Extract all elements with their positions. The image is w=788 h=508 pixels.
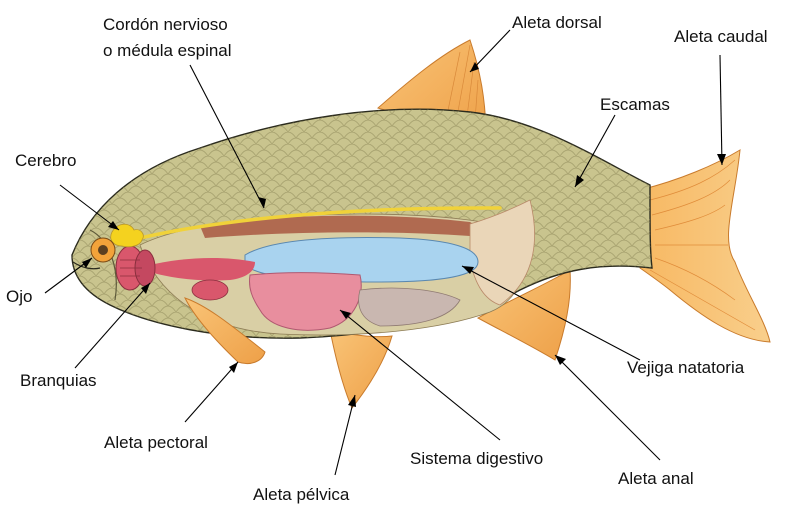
- heart: [192, 280, 228, 300]
- label-scales: Escamas: [600, 95, 670, 114]
- pelvic-fin-shape: [330, 330, 392, 408]
- eye-pupil: [98, 245, 108, 255]
- label-brain: Cerebro: [15, 151, 76, 170]
- label-nerve-cord-line2: o médula espinal: [103, 41, 232, 60]
- label-dorsal-fin: Aleta dorsal: [512, 13, 602, 32]
- caudal-fin-shape: [640, 150, 770, 342]
- label-digestive-system: Sistema digestivo: [410, 449, 543, 468]
- label-eye: Ojo: [6, 287, 32, 306]
- label-caudal-fin: Aleta caudal: [674, 27, 768, 46]
- label-pelvic-fin: Aleta pélvica: [253, 485, 350, 504]
- label-pectoral-fin: Aleta pectoral: [104, 433, 208, 452]
- label-gills: Branquias: [20, 371, 97, 390]
- label-anal-fin: Aleta anal: [618, 469, 694, 488]
- label-nerve-cord-line1: Cordón nervioso: [103, 15, 228, 34]
- label-swim-bladder: Vejiga natatoria: [627, 358, 745, 377]
